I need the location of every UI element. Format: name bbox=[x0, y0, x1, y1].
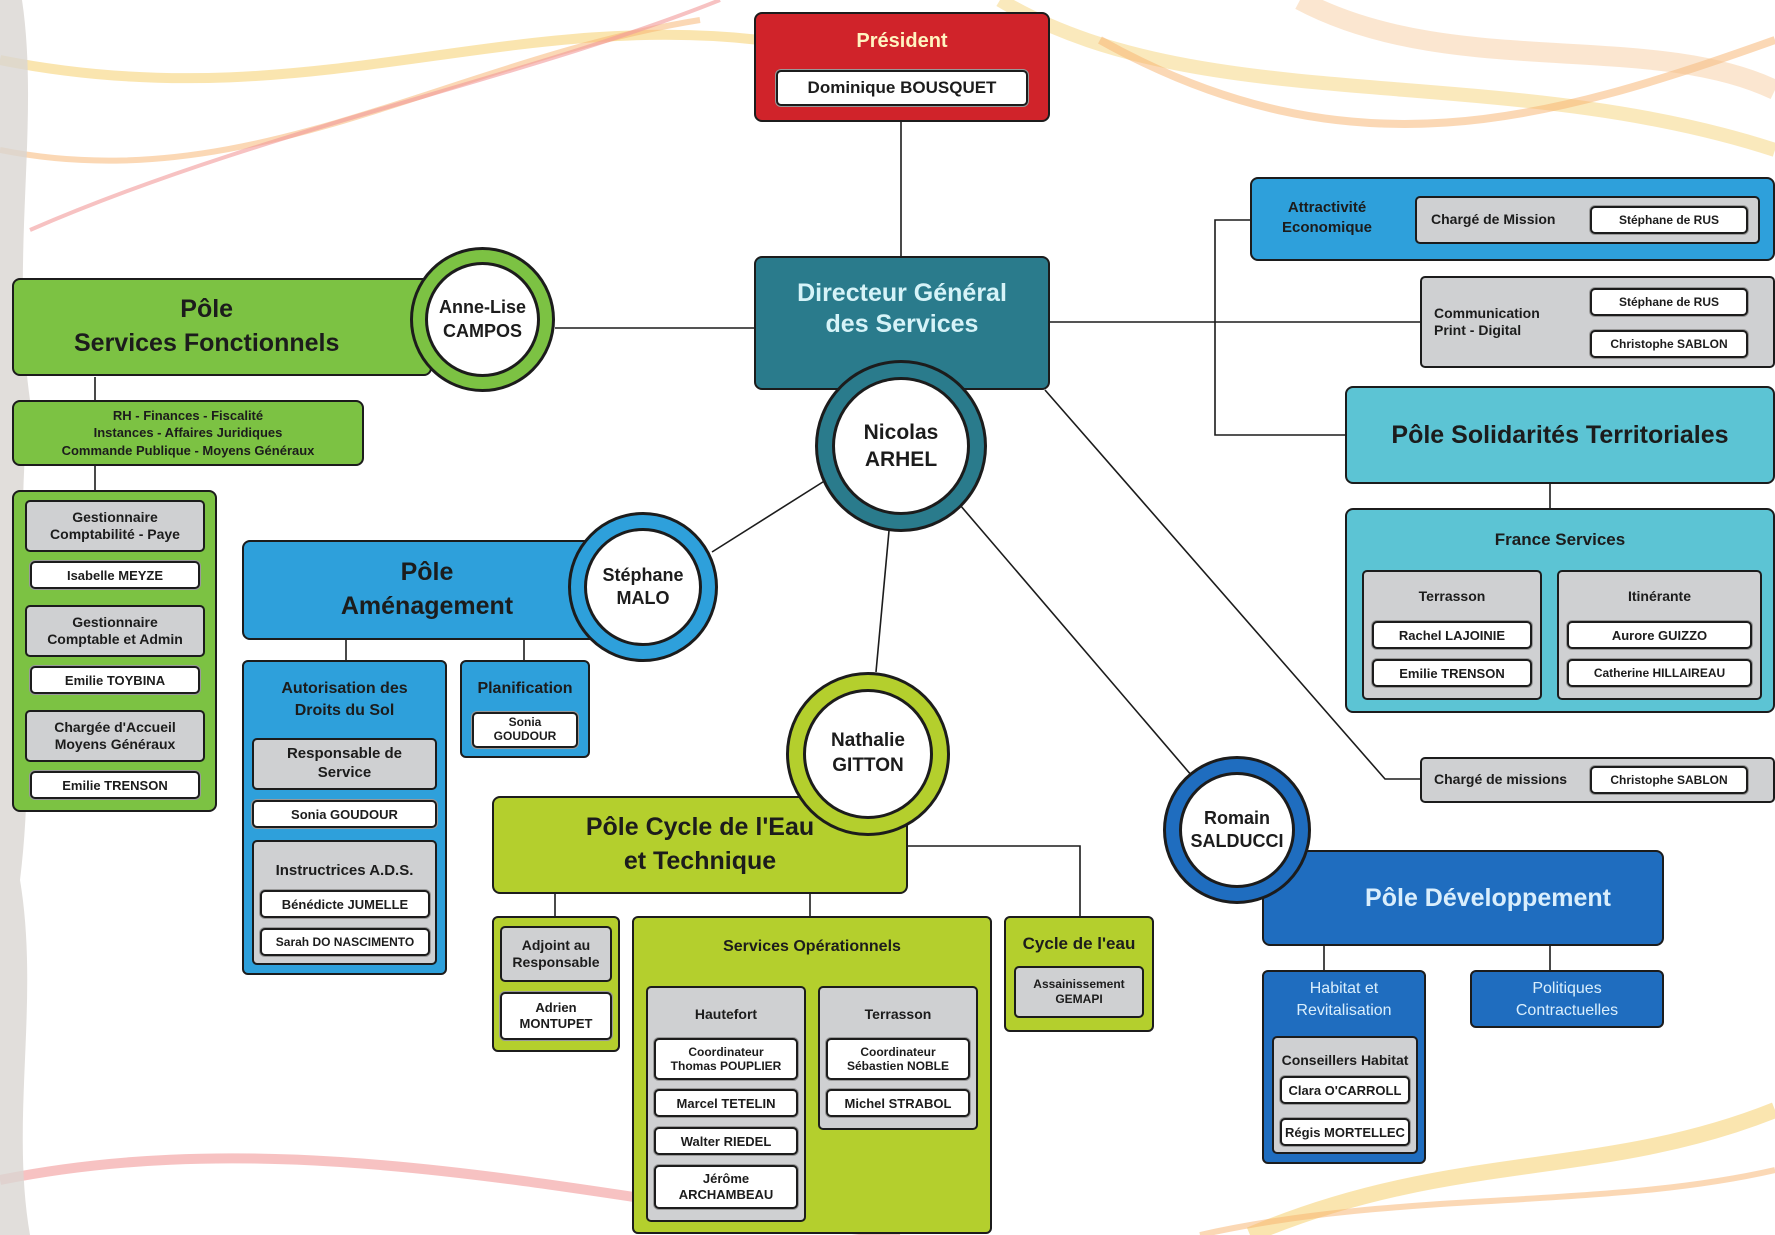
dgs-head-name: Nicolas ARHEL bbox=[832, 377, 970, 515]
terrasson-fs-name-1: Rachel LAJOINIE bbox=[1372, 621, 1532, 649]
fonctionnels-head-circle: Anne-Lise CAMPOS bbox=[410, 247, 555, 392]
terrasson-eau-title: Terrasson bbox=[864, 1006, 932, 1022]
ops-title: Services Opérationnels bbox=[723, 938, 901, 955]
fonctionnels-name-3: Emilie TRENSON bbox=[30, 771, 200, 799]
charge-missions-box: Chargé de missions bbox=[1420, 757, 1775, 803]
hautefort-name-1: Marcel TETELIN bbox=[654, 1089, 798, 1117]
itinerante-name-2: Catherine HILLAIREAU bbox=[1567, 659, 1752, 687]
amenagement-head-circle: Stéphane MALO bbox=[568, 512, 718, 662]
fonctionnels-name-1: Isabelle MEYZE bbox=[30, 561, 200, 589]
terrasson-fs-name-2: Emilie TRENSON bbox=[1372, 659, 1532, 687]
habitat-title: Habitat et Revitalisation bbox=[1296, 980, 1392, 1019]
ads-title: Autorisation des Droits du Sol bbox=[281, 680, 408, 719]
politiques-box: Politiques Contractuelles bbox=[1470, 970, 1664, 1028]
dgs-head-circle: Nicolas ARHEL bbox=[815, 360, 987, 532]
conseillers-title: Conseillers Habitat bbox=[1281, 1052, 1409, 1068]
developpement-header: Pôle Développement bbox=[1262, 850, 1664, 946]
charge-missions-role: Chargé de missions bbox=[1434, 771, 1568, 788]
itinerante-title: Itinérante bbox=[1627, 588, 1691, 604]
hautefort-coord: Coordinateur Thomas POUPLIER bbox=[654, 1038, 798, 1080]
communication-name-2: Christophe SABLON bbox=[1590, 330, 1748, 358]
amenagement-header: Pôle Aménagement bbox=[242, 540, 612, 640]
communication-name-1: Stéphane de RUS bbox=[1590, 288, 1748, 316]
conseiller-1: Clara O'CARROLL bbox=[1280, 1076, 1410, 1104]
communication-title: Communication Print - Digital bbox=[1434, 304, 1540, 339]
fonctionnels-role-3: Chargée d'Accueil Moyens Généraux bbox=[25, 710, 205, 762]
conseiller-2: Régis MORTELLEC bbox=[1280, 1118, 1410, 1146]
attractivite-title: Attractivité Economique bbox=[1281, 199, 1372, 236]
ads-instructrice-1: Bénédicte JUMELLE bbox=[260, 890, 430, 918]
fonctionnels-head-name: Anne-Lise CAMPOS bbox=[425, 262, 540, 377]
adjoint-role: Adjoint au Responsable bbox=[500, 926, 612, 982]
fonctionnels-name-2: Emilie TOYBINA bbox=[30, 666, 200, 694]
terrasson-eau-name-1: Michel STRABOL bbox=[826, 1089, 970, 1117]
eau-header: Pôle Cycle de l'Eau et Technique bbox=[492, 796, 908, 894]
planification-name: Sonia GOUDOUR bbox=[472, 712, 578, 748]
itinerante-name-1: Aurore GUIZZO bbox=[1567, 621, 1752, 649]
president-box: Président Dominique BOUSQUET bbox=[754, 12, 1050, 122]
president-role: Président bbox=[856, 30, 948, 52]
fonctionnels-role-1: Gestionnaire Comptabilité - Paye bbox=[25, 500, 205, 552]
cycle-item: Assainissement GEMAPI bbox=[1014, 966, 1144, 1018]
developpement-head-circle: Romain SALDUCCI bbox=[1163, 756, 1311, 904]
attractivite-role: Chargé de Mission bbox=[1431, 211, 1556, 228]
eau-head-circle: Nathalie GITTON bbox=[786, 672, 950, 836]
president-name: Dominique BOUSQUET bbox=[776, 70, 1028, 106]
charge-missions-name: Christophe SABLON bbox=[1590, 766, 1748, 794]
eau-head-name: Nathalie GITTON bbox=[803, 689, 933, 819]
terrasson-fs-title: Terrasson bbox=[1418, 588, 1486, 604]
hautefort-title: Hautefort bbox=[694, 1006, 758, 1022]
solidarites-header: Pôle Solidarités Territoriales bbox=[1345, 386, 1775, 484]
fonctionnels-header: Pôle Services Fonctionnels bbox=[12, 278, 432, 376]
attractivite-name: Stéphane de RUS bbox=[1590, 206, 1748, 234]
hautefort-name-3: Jérôme ARCHAMBEAU bbox=[654, 1165, 798, 1209]
ads-instructrice-2: Sarah DO NASCIMENTO bbox=[260, 928, 430, 956]
ads-responsable-role: Responsable de Service bbox=[252, 738, 437, 790]
fonctionnels-role-2: Gestionnaire Comptable et Admin bbox=[25, 605, 205, 657]
amenagement-head-name: Stéphane MALO bbox=[584, 528, 702, 646]
cycle-title: Cycle de l'eau bbox=[1022, 934, 1136, 953]
fonctionnels-scope: RH - Finances - Fiscalité Instances - Af… bbox=[12, 400, 364, 466]
developpement-head-name: Romain SALDUCCI bbox=[1179, 772, 1295, 888]
hautefort-name-2: Walter RIEDEL bbox=[654, 1127, 798, 1155]
ads-instructrices-title: Instructrices A.D.S. bbox=[275, 862, 414, 879]
planification-title: Planification bbox=[477, 680, 573, 697]
ads-responsable-name: Sonia GOUDOUR bbox=[252, 800, 437, 828]
terrasson-eau-coord: Coordinateur Sébastien NOBLE bbox=[826, 1038, 970, 1080]
adjoint-name: Adrien MONTUPET bbox=[500, 992, 612, 1040]
france-services-title: France Services bbox=[1494, 530, 1626, 549]
